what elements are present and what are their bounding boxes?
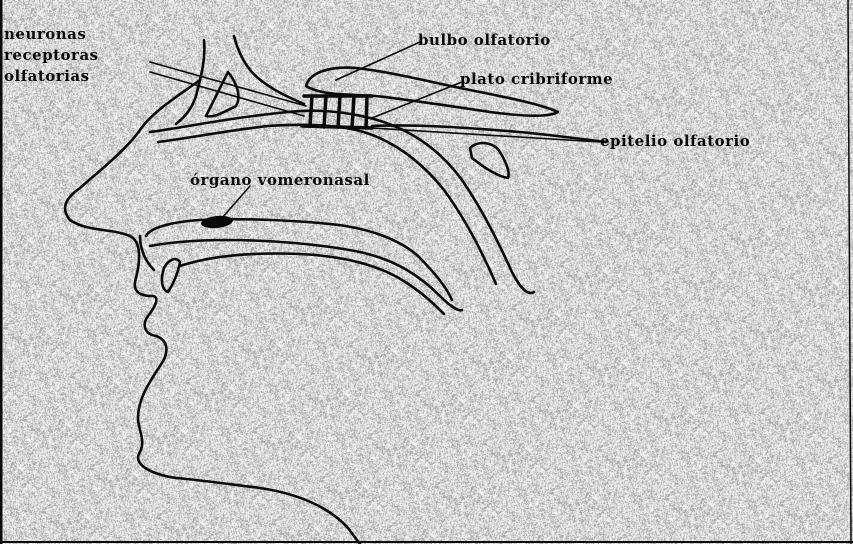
vomeronasal-organ: [200, 214, 233, 229]
face-profile-line: [65, 80, 360, 544]
pointer-organo: [222, 186, 250, 218]
skull-base-outer-line: [150, 111, 534, 293]
upper-incisor: [162, 259, 180, 292]
label-epitelio-olfatorio: epitelio olfatorio: [600, 134, 750, 149]
nasal-roof-line: [158, 125, 496, 284]
cribriform-pillar: [338, 96, 340, 127]
hard-palate-upper: [146, 219, 452, 300]
label-neuronas-receptoras-olfatorias: neuronas receptoras olfatorias: [4, 24, 99, 87]
nasal-bone-line: [234, 36, 304, 104]
sphenoid-sinus: [470, 143, 509, 178]
label-line: receptoras: [4, 45, 99, 66]
label-organo-vomeronasal: órgano vomeronasal: [190, 173, 370, 188]
pointer-lines: [150, 42, 600, 218]
cribriform-pillar: [366, 96, 367, 128]
cribriform-pillar: [352, 96, 354, 128]
frame-right-edge: [848, 0, 851, 544]
label-line: olfatorias: [4, 66, 99, 87]
label-plato-cribriforme: plato cribriforme: [460, 72, 613, 87]
hard-palate-lower: [150, 240, 462, 310]
label-line: neuronas: [4, 24, 99, 45]
pointer-plato: [372, 82, 462, 118]
cribriform-pillar: [324, 96, 326, 127]
tongue-line: [180, 254, 444, 315]
frontal-sinus: [176, 40, 204, 124]
lip-curve: [140, 236, 154, 270]
cribriform-pillar: [310, 96, 312, 126]
label-bulbo-olfatorio: bulbo olfatorio: [418, 33, 551, 48]
pointer-bulbo: [336, 42, 420, 80]
